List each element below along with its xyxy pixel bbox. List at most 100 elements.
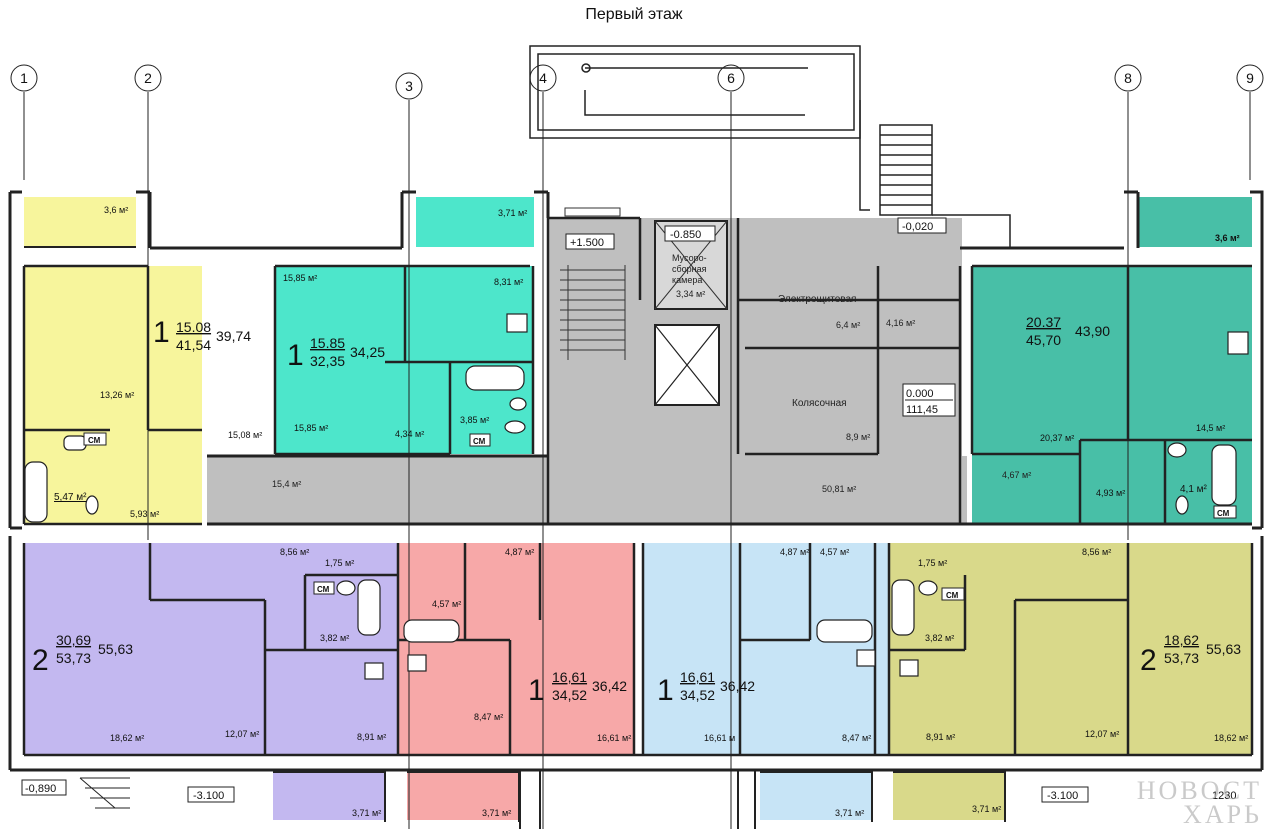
apt1-total: 41,54 xyxy=(176,337,211,353)
apt3-balcony xyxy=(1138,197,1252,247)
axis-label-3: 3 xyxy=(405,78,413,94)
apt4-area: 3,82 м² xyxy=(320,633,349,643)
apt7-balcony xyxy=(893,772,1005,820)
apt4-balcony-area: 3,71 м² xyxy=(352,808,381,818)
apt5-area: 4,87 м² xyxy=(505,547,534,557)
bottom-balcony-areas: 3,71 м² 3,71 м² xyxy=(352,804,1001,818)
apt7-living: 18,62 xyxy=(1164,632,1199,648)
axis-marker-3 xyxy=(395,72,423,100)
apt3-alt: 43,90 xyxy=(1075,323,1110,339)
apt6-alt: 36,42 xyxy=(720,678,755,694)
axis-marker-2 xyxy=(134,64,162,92)
apt3-area: 3,6 м² xyxy=(1215,233,1240,243)
axis-label-8: 8 xyxy=(1124,70,1132,86)
apt1-living: 15.08 xyxy=(176,319,211,335)
level-left-bottom: -0,890 xyxy=(25,783,56,795)
apt1-balcony xyxy=(24,197,136,247)
apartment-3: 20.37 45,70 43,90 3,6 м² 20,37 м² 14,5 м… xyxy=(1026,233,1240,498)
sanitary-labels: СМ СМ СМ СМ СМ xyxy=(83,432,1237,601)
axis-label-6: 6 xyxy=(727,70,735,86)
stove-icon xyxy=(364,662,384,680)
chute-label-3: камера xyxy=(672,275,702,285)
apartment-1: 1 15.08 41,54 39,74 3,6 м² 13,26 м² 15,0… xyxy=(54,205,262,519)
bathtub-icon xyxy=(816,619,873,643)
apt4-living: 30,69 xyxy=(56,632,91,648)
room-fills xyxy=(24,197,1252,820)
watermark: НОВОСТ ХАРЬ xyxy=(1136,776,1262,829)
level-chute: -0.850 xyxy=(670,229,701,241)
apt6-area: 8,47 м² xyxy=(842,733,871,743)
bathtub-icon xyxy=(891,579,915,636)
entrance-ramp xyxy=(529,45,1011,248)
bathtub-icon xyxy=(1211,444,1237,506)
apt6-fill xyxy=(643,543,889,755)
apt7-area: 3,82 м² xyxy=(925,633,954,643)
chute-area: 3,34 м² xyxy=(676,289,705,299)
level-right-pit: -3.100 xyxy=(1047,790,1078,802)
apt4-total: 53,73 xyxy=(56,650,91,666)
pit-stair xyxy=(79,777,1089,809)
apt7-area: 12,07 м² xyxy=(1085,729,1119,739)
electric-room-label: Электрощитовая xyxy=(778,294,856,305)
apt7-balcony-area: 3,71 м² xyxy=(972,804,1001,814)
apt4-balcony xyxy=(273,772,385,820)
apt5-fill xyxy=(398,543,634,755)
apartment-2: 1 15.85 32,35 34,25 3,71 м² 15,85 м² 8,3… xyxy=(283,208,527,439)
apt1-area: 15,08 м² xyxy=(228,430,262,440)
sink-icon xyxy=(63,435,87,451)
apt7-area: 18,62 м² xyxy=(1214,733,1248,743)
apt4-alt: 55,63 xyxy=(98,641,133,657)
apt6-balcony xyxy=(760,772,872,820)
apt2-area: 8,31 м² xyxy=(494,277,523,287)
apt5-total: 34,52 xyxy=(552,687,587,703)
sink-icon xyxy=(509,397,527,411)
toilet-icon xyxy=(504,420,526,434)
sink-icon xyxy=(918,580,938,596)
apt3-area: 14,5 м² xyxy=(1196,423,1225,433)
axis-label-9: 9 xyxy=(1246,70,1254,86)
level-entrance: -0,020 xyxy=(902,221,933,233)
apt4-area: 8,56 м² xyxy=(280,547,309,557)
bathtub-icon xyxy=(465,365,525,391)
chute-label-2: сборная xyxy=(672,264,707,274)
axis-lines xyxy=(23,92,1251,829)
toilet-icon xyxy=(85,495,99,515)
apt3-total: 45,70 xyxy=(1026,332,1061,348)
apartment-6: 1 16,61 34,52 36,42 4,87 м² 4,57 м² 16,6… xyxy=(657,547,871,818)
apt6-balcony-area: 3,71 м² xyxy=(835,808,864,818)
corridor-fill xyxy=(207,456,967,524)
apt4-area: 12,07 м² xyxy=(225,729,259,739)
apt2-balcony xyxy=(416,197,534,247)
apt7-total: 53,73 xyxy=(1164,650,1199,666)
apt3-area: 20,37 м² xyxy=(1040,433,1074,443)
level-lobby: 0.000 xyxy=(906,388,934,400)
apartment-4: 2 30,69 53,73 55,63 8,56 м² 1,75 м² 3,82… xyxy=(32,547,386,743)
apt6-rooms: 1 xyxy=(657,674,674,707)
apt1-area: 3,6 м² xyxy=(104,205,128,215)
stroller-room-area: 8,9 м² xyxy=(846,432,870,442)
apt6-area: 4,87 м² xyxy=(780,547,809,557)
service-labels: Мусоро- сборная камера 3,34 м² Электрощи… xyxy=(272,253,1031,494)
apt5-balcony-area: 3,71 м² xyxy=(482,808,511,818)
sink-icon xyxy=(336,580,356,596)
apt1-fill xyxy=(24,266,202,524)
corridor-left-area: 15,4 м² xyxy=(272,479,301,489)
sink-icon xyxy=(1167,442,1187,458)
apt5-area: 16,61 м² xyxy=(597,733,631,743)
apt3-fill xyxy=(972,266,1252,524)
small-room-area: 4,16 м² xyxy=(886,318,915,328)
bathtub-icon xyxy=(357,579,381,636)
electric-room-area: 6,4 м² xyxy=(836,320,860,330)
apt2-alt: 34,25 xyxy=(350,344,385,360)
bathtub-icon xyxy=(403,619,460,643)
apt7-area: 1,75 м² xyxy=(918,558,947,568)
apt3-area: 4,93 м² xyxy=(1096,488,1125,498)
stroller-room-label: Колясочная xyxy=(792,398,847,409)
apartment-5: 1 16,61 34,52 36,42 4,87 м² 4,57 м² 8,47… xyxy=(432,547,631,818)
apt5-living: 16,61 xyxy=(552,669,587,685)
apt6-living: 16,61 xyxy=(680,669,715,685)
bathtub-icon xyxy=(24,461,48,523)
apt4-area: 18,62 м² xyxy=(110,733,144,743)
apt7-rooms: 2 xyxy=(1140,644,1157,677)
